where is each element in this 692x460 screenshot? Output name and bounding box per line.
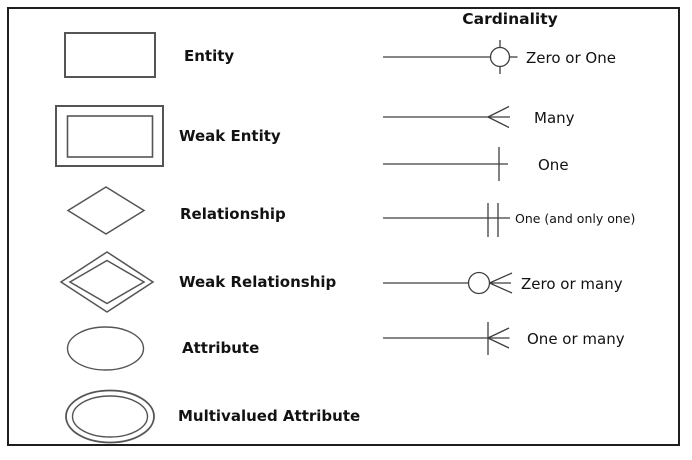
legend-label-multivalued-attribute: Multivalued Attribute [178, 407, 361, 425]
cardinality-label-one: One [538, 156, 569, 174]
many-icon [383, 105, 510, 129]
legend-label-weak-entity: Weak Entity [179, 127, 281, 145]
zero-or-one-icon [383, 40, 518, 74]
legend-label-entity: Entity [184, 47, 235, 65]
cardinality-label-one-and-only-one: One (and only one) [515, 211, 636, 226]
legend-label-attribute: Attribute [182, 339, 260, 357]
one-or-many-icon [383, 322, 510, 355]
cardinality-label-zero-or-one: Zero or One [526, 49, 616, 67]
double-diamond-icon [59, 251, 155, 313]
double-ellipse-icon [65, 389, 155, 444]
ellipse-icon [66, 326, 145, 371]
cardinality-label-many: Many [534, 109, 575, 127]
double-rectangle-icon [55, 105, 164, 167]
cardinality-label-zero-or-many: Zero or many [521, 275, 623, 293]
diamond-icon [66, 186, 146, 235]
rectangle-icon [64, 32, 156, 78]
diagram-border [7, 7, 680, 446]
legend-label-weak-relationship: Weak Relationship [179, 273, 337, 291]
zero-or-many-icon [383, 271, 513, 295]
one-icon [383, 147, 508, 181]
one-and-only-one-icon [383, 203, 510, 237]
cardinality-title: Cardinality [462, 10, 558, 28]
legend-label-relationship: Relationship [180, 205, 286, 223]
cardinality-label-one-or-many: One or many [527, 330, 625, 348]
